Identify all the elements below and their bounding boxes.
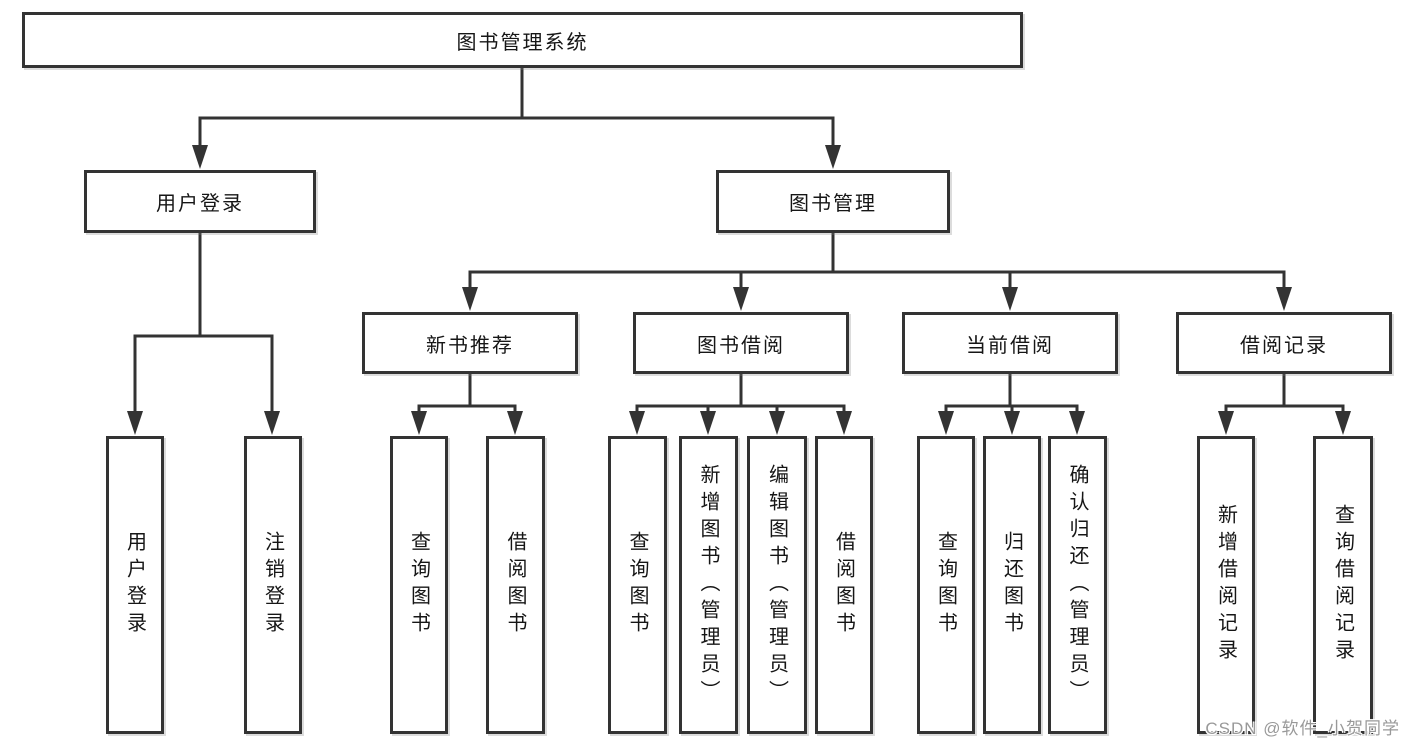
- arrowhead-icon: [938, 411, 954, 435]
- arrowhead-icon: [507, 411, 523, 435]
- node-borrow-records: 借阅记录: [1176, 312, 1392, 374]
- arrowhead-icon: [411, 411, 427, 435]
- leaf-add-borrow-record: 新增借阅记录: [1197, 436, 1255, 734]
- arrowhead-icon: [192, 145, 208, 169]
- arrowhead-icon: [462, 287, 478, 311]
- node-library-management-system: 图书管理系统: [22, 12, 1023, 68]
- arrowhead-icon: [733, 287, 749, 311]
- node-book-borrow: 图书借阅: [633, 312, 849, 374]
- arrowheads: [127, 145, 1351, 435]
- leaf-return-books: 归还图书: [983, 436, 1041, 734]
- leaf-confirm-return-admin: 确认归还（管理员）: [1048, 436, 1107, 734]
- arrowhead-icon: [127, 411, 143, 435]
- leaf-query-borrow-record: 查询借阅记录: [1313, 436, 1373, 734]
- node-label: 图书借阅: [697, 334, 785, 357]
- leaf-borrow-books-recommend: 借阅图书: [486, 436, 545, 734]
- arrowhead-icon: [836, 411, 852, 435]
- node-label: 查询借阅记录: [1331, 504, 1354, 666]
- leaf-user-login: 用户登录: [106, 436, 164, 734]
- node-label: 借阅记录: [1240, 334, 1328, 357]
- node-new-book-recommend: 新书推荐: [362, 312, 578, 374]
- leaf-logout: 注销登录: [244, 436, 302, 734]
- node-label: 用户登录: [123, 531, 146, 639]
- arrowhead-icon: [1004, 411, 1020, 435]
- node-label: 图书管理: [789, 193, 877, 215]
- node-label: 新书推荐: [426, 334, 514, 357]
- leaf-query-books-recommend: 查询图书: [390, 436, 448, 734]
- node-label: 图书管理系统: [456, 31, 589, 54]
- arrowhead-icon: [1335, 411, 1351, 435]
- leaf-query-books-current: 查询图书: [917, 436, 975, 734]
- node-label: 新增借阅记录: [1214, 504, 1237, 666]
- leaf-edit-book-admin: 编辑图书（管理员）: [747, 436, 807, 734]
- node-label: 查询图书: [407, 531, 430, 639]
- leaf-add-book-admin: 新增图书（管理员）: [679, 436, 738, 734]
- arrowhead-icon: [1002, 287, 1018, 311]
- node-label: 确认归还（管理员）: [1066, 463, 1088, 707]
- arrowhead-icon: [1069, 411, 1085, 435]
- node-book-management: 图书管理: [716, 170, 950, 233]
- node-label: 编辑图书（管理员）: [765, 463, 788, 707]
- node-label: 查询图书: [934, 531, 957, 639]
- node-label: 借阅图书: [504, 531, 526, 639]
- leaf-borrow-books: 借阅图书: [815, 436, 873, 734]
- arrowhead-icon: [700, 411, 716, 435]
- node-label: 注销登录: [261, 531, 284, 639]
- arrowhead-icon: [825, 145, 841, 169]
- node-label: 当前借阅: [966, 334, 1054, 357]
- node-user-login: 用户登录: [84, 170, 316, 233]
- leaf-query-books-borrow: 查询图书: [608, 436, 667, 734]
- node-label: 借阅图书: [832, 531, 855, 639]
- node-label: 归还图书: [1000, 531, 1023, 639]
- node-current-borrow: 当前借阅: [902, 312, 1118, 374]
- arrowhead-icon: [769, 411, 785, 435]
- node-label: 查询图书: [626, 531, 648, 639]
- arrowhead-icon: [264, 411, 280, 435]
- node-label: 新增图书（管理员）: [697, 463, 719, 707]
- arrowhead-icon: [629, 411, 645, 435]
- arrowhead-icon: [1276, 287, 1292, 311]
- node-label: 用户登录: [156, 193, 244, 215]
- arrowhead-icon: [1218, 411, 1234, 435]
